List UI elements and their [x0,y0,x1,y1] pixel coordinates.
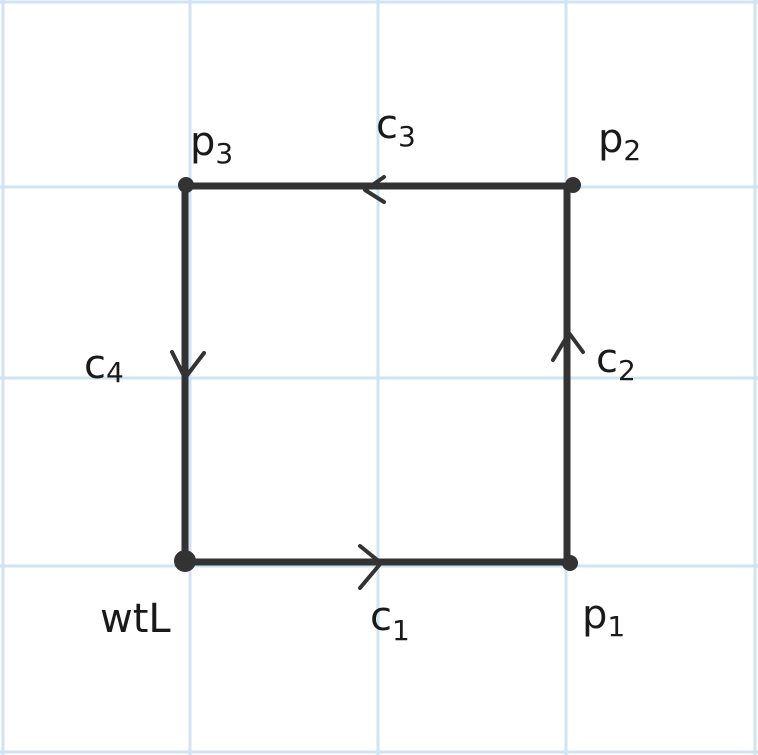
arrow-up-icon [551,331,585,362]
label-p2: p2 [598,116,641,167]
label-p1: p1 [582,592,625,643]
arrow-left-icon [363,175,386,204]
label-c4: c4 [84,342,124,389]
label-c3: c3 [376,102,416,153]
vertex-p1 [562,555,578,571]
label-c2: c2 [596,336,636,387]
label-wtl: wtL [100,596,171,642]
vertex-wtl [174,550,196,572]
vertex-p2 [565,177,581,193]
label-c1: c1 [370,594,410,647]
label-p3: p3 [190,119,233,170]
vertex-p3 [178,177,194,193]
arrow-right-icon [358,544,383,590]
arrow-down-icon [170,350,206,380]
